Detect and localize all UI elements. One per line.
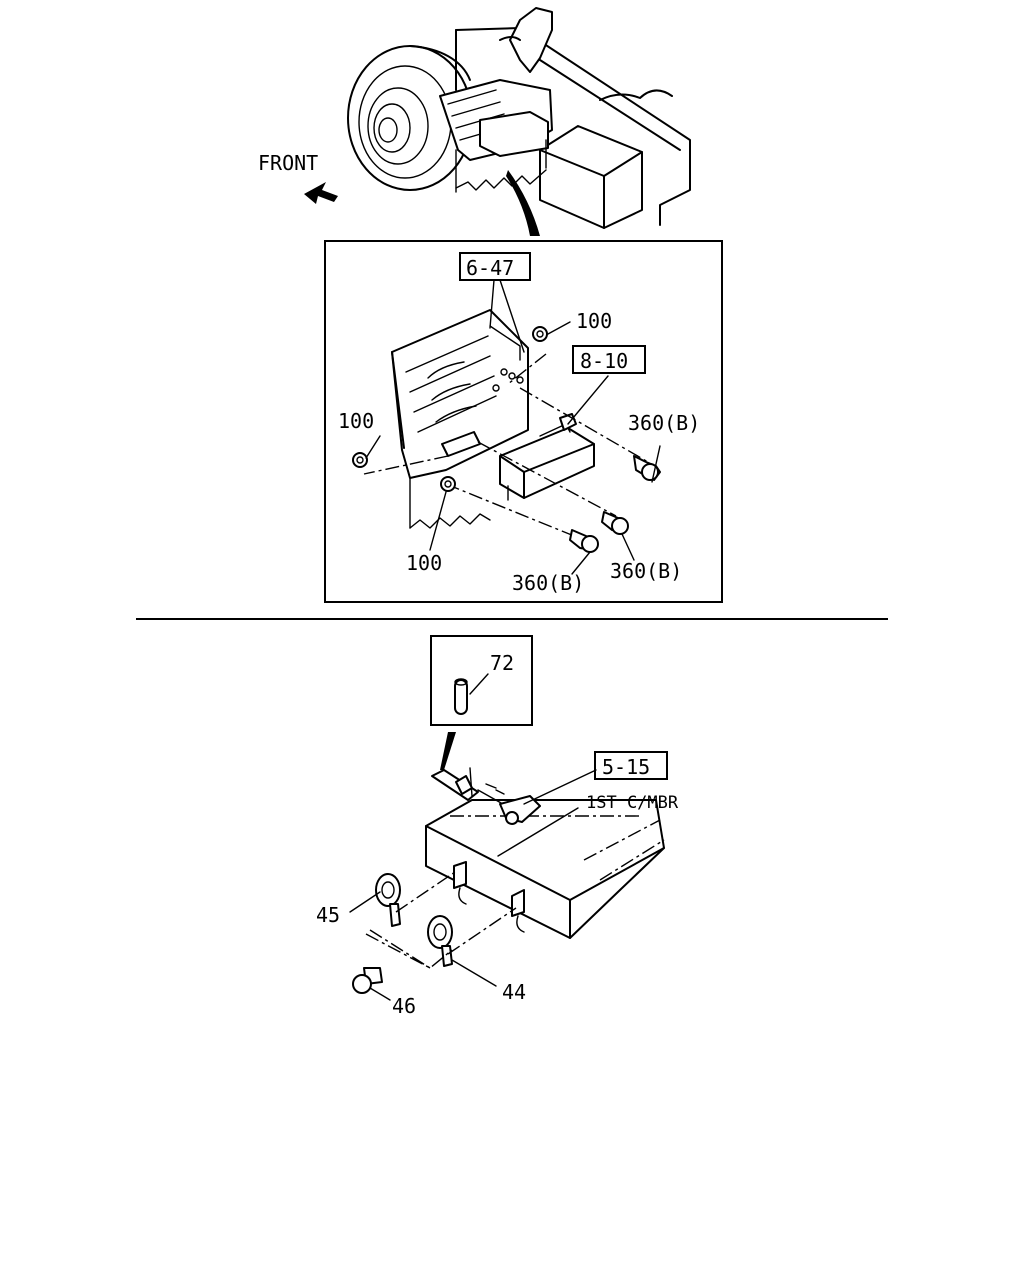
- ref-box-8-10: [572, 345, 646, 374]
- control-rod-drawing: [431, 767, 541, 825]
- bolt-46-drawing: [352, 967, 383, 994]
- crossmember-label: 1ST C/MBR: [586, 793, 679, 813]
- bolt-right: [633, 455, 661, 481]
- bolt-bottom-right: [601, 511, 629, 535]
- inset-box-72: [430, 635, 533, 726]
- callout-bolt-bottom: 360(B): [512, 571, 584, 595]
- crossmember-drawing: [425, 799, 665, 939]
- callout-nut-left: 100: [338, 409, 374, 433]
- callout-nut-top-right: 100: [576, 309, 612, 333]
- leader-44: [451, 959, 497, 987]
- bracket-assembly-drawing: [439, 7, 553, 193]
- callout-horn-45: 45: [316, 903, 340, 927]
- horn-connection-lines: [365, 869, 517, 969]
- leader-crossmember: [497, 807, 579, 857]
- battery-drawing: [539, 125, 643, 229]
- callout-horn-44: 44: [502, 980, 526, 1004]
- frame-rail-drawing: [455, 27, 691, 226]
- bolt-bottom: [569, 529, 599, 553]
- detail-pointer-arrow: [506, 170, 540, 236]
- leader-5-15: [523, 769, 597, 805]
- callout-bolt-bottom-right: 360(B): [610, 559, 682, 583]
- ref-5-15-label: 5-15: [602, 755, 650, 779]
- ref-8-10-label: 8-10: [580, 349, 628, 373]
- ref-box-6-47: [459, 252, 531, 281]
- front-direction-label: FRONT: [258, 151, 318, 175]
- callout-bolt-right: 360(B): [628, 411, 700, 435]
- horn-left-drawing: [375, 873, 401, 927]
- nut-top-right: [532, 326, 548, 342]
- callout-part-72: 72: [490, 651, 514, 675]
- leader-45: [349, 891, 381, 913]
- callout-bolt-46: 46: [392, 994, 416, 1018]
- ref-box-5-15: [594, 751, 668, 780]
- part-72-pin-drawing: [454, 673, 489, 715]
- nut-left: [352, 452, 368, 468]
- callout-nut-bottom: 100: [406, 551, 442, 575]
- leader-46: [369, 987, 391, 1001]
- bracket-detail-drawing: [352, 279, 661, 575]
- vehicle-overview-illustration: [347, 7, 691, 236]
- front-arrow-icon: [304, 182, 338, 204]
- ref-6-47-label: 6-47: [466, 256, 514, 280]
- detail-frame-upper: [324, 240, 723, 603]
- nut-bottom: [440, 476, 456, 492]
- inset-pointer-arrow: [440, 732, 456, 770]
- horn-right-drawing: [427, 915, 453, 967]
